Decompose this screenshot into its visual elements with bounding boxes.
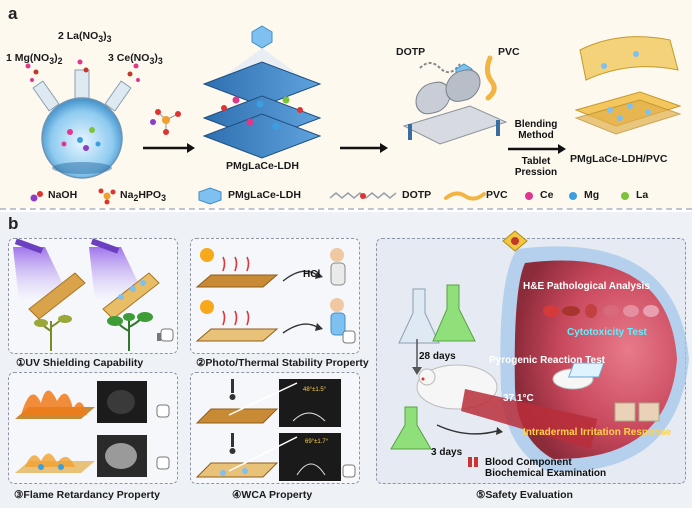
- legend-na2hpo3: Na2HPO3: [120, 189, 166, 204]
- flame-samples-icon: [15, 381, 170, 477]
- uv-shielding-box: [8, 238, 178, 354]
- mg-dot-icon: [569, 192, 577, 200]
- wca-box: 48°±1.5° 69°±1.7°: [190, 372, 360, 484]
- wca-value-2: 69°±1.7°: [305, 439, 329, 445]
- legend-dotp: DOTP: [402, 189, 432, 201]
- arrow-to-ldh-icon: [143, 143, 195, 153]
- safety-evaluation-box: 28 days 3 days H&E Pathological Analysis…: [376, 230, 689, 484]
- product-label: PMgLaCe-LDH/PVC: [570, 153, 668, 165]
- he-analysis-label: H&E Pathological Analysis: [523, 281, 650, 292]
- pvc-chain-icon: [444, 191, 486, 201]
- roller-mill-icon: [402, 55, 508, 145]
- thumbs-up-icon: [157, 328, 174, 342]
- three-neck-flask-icon: [32, 69, 132, 179]
- hcl-label: HCl: [303, 269, 321, 280]
- sun-heat-samples-icon: [195, 248, 356, 344]
- legend-naoh: NaOH: [48, 189, 78, 201]
- reagent-droplets-icon: [25, 59, 140, 82]
- dotp-chain-icon: [329, 192, 397, 199]
- caption-safety: ⑤Safety Evaluation: [476, 489, 573, 501]
- wca-value-1: 48°±1.5°: [303, 387, 327, 393]
- caption-wca: ④WCA Property: [232, 489, 313, 501]
- thumbs-up-icon: [342, 330, 356, 344]
- reagent-ce-label: 3 Ce(NO3)3: [108, 52, 163, 67]
- days-3-label: 3 days: [431, 447, 463, 458]
- composite-film-icon: [574, 36, 682, 135]
- safety-illustration-icon: [390, 230, 689, 472]
- irritation-label: Intradermal Irritation Response: [523, 427, 672, 438]
- legend-ldh: PMgLaCe-LDH: [228, 189, 301, 201]
- legend-ce: Ce: [540, 189, 554, 201]
- na2hpo3-molecule-icon: [150, 109, 181, 135]
- ldh-label: PMgLaCe-LDH: [226, 160, 299, 172]
- panel-a-label: a: [8, 4, 18, 23]
- cytotoxicity-label: Cytotoxicity Test: [567, 327, 647, 338]
- thumbs-up-icon: [156, 404, 170, 470]
- uv-lamps-plants-icon: [13, 238, 174, 351]
- panel-b-label: b: [8, 214, 19, 233]
- arrow-to-product-icon: [508, 144, 566, 154]
- ldh-layered-structure-icon: [202, 25, 322, 159]
- ce-dot-icon: [525, 192, 533, 200]
- pvc-label: PVC: [498, 46, 520, 58]
- naoh-molecule-icon: [30, 191, 43, 202]
- arrow-to-roller-icon: [340, 143, 388, 153]
- reagent-la-label: 2 La(NO3)3: [58, 30, 112, 45]
- legend-la: La: [636, 189, 649, 201]
- la-dot-icon: [621, 192, 629, 200]
- temperature-label: 37.1°C: [503, 393, 534, 404]
- flame-retardancy-box: [8, 372, 178, 484]
- reagent-mg-label: 1 Mg(NO3)2: [6, 52, 63, 67]
- legend-pvc: PVC: [486, 189, 508, 201]
- caption-uv: ①UV Shielding Capability: [16, 357, 144, 369]
- dotp-label: DOTP: [396, 46, 426, 58]
- days-28-label: 28 days: [419, 351, 456, 362]
- legend-mg: Mg: [584, 189, 600, 201]
- thumbs-up-icon: [342, 464, 356, 478]
- caption-photo: ②Photo/Thermal Stability Property: [196, 357, 369, 369]
- photo-thermal-box: HCl: [190, 238, 360, 354]
- na2hpo3-legend-icon: [98, 188, 116, 205]
- pyrogenic-label: Pyrogenic Reaction Test: [489, 355, 605, 366]
- legend: NaOH Na2HPO3 PMgLaCe-LDH DOTP PVC Ce Mg …: [0, 186, 692, 206]
- caption-flame: ③Flame Retardancy Property: [14, 489, 160, 501]
- blood-component-label: Blood Component: [485, 457, 572, 468]
- ldh-hexagon-icon: [198, 187, 222, 205]
- water-contact-angle-icon: [195, 379, 356, 481]
- biochem-label: Biochemical Examination: [485, 468, 607, 479]
- panel-divider: [0, 208, 692, 210]
